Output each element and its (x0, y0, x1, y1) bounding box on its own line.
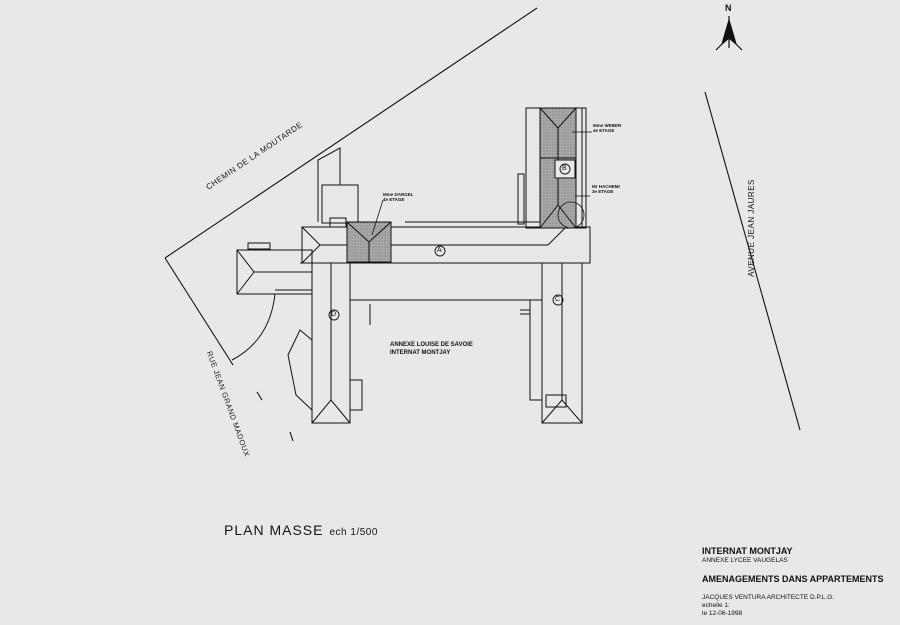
title-block: INTERNAT MONTJAY ANNEXE LYCEE VAUGELAS A… (702, 546, 892, 617)
annotation-weber-name: Mme WEBER (593, 123, 622, 128)
annotation-weber-floor: 4e ETAGE (593, 128, 615, 134)
marker-d: D (331, 311, 337, 318)
building-markers (328, 163, 571, 321)
marker-c: C (555, 296, 561, 303)
annexe-line-1: ANNEXE LOUISE DE SAVOIE (390, 342, 473, 348)
annotation-leaders (371, 131, 592, 236)
annotation-dargel: Mme DARGEL 4e ETAGE (383, 192, 414, 202)
building-d (287, 262, 530, 424)
annotation-dargel-name: Mme DARGEL (383, 192, 414, 197)
west-annex (231, 242, 313, 361)
building-b (525, 107, 587, 229)
outbuilding (317, 147, 525, 225)
plan-scale: ech 1/500 (329, 527, 378, 538)
marker-b: B (562, 165, 567, 172)
marker-a: A (437, 247, 442, 254)
project-subtitle: ANNEXE LYCEE VAUGELAS (702, 557, 788, 564)
drawing-date: le 12-06-1998 (702, 610, 743, 617)
annexe-label: ANNEXE LOUISE DE SAVOIE INTERNAT MONTJAY (390, 341, 473, 357)
property-boundary (164, 7, 801, 442)
annotation-hachemi-name: Mr HACHEMI (592, 184, 620, 189)
annexe-line-2: INTERNAT MONTJAY (390, 350, 451, 357)
north-arrow-icon (715, 16, 743, 51)
echelle: echelle 1: (702, 602, 730, 609)
architect-name: JACQUES VENTURA ARCHITECTE D.P.L.G. (702, 594, 835, 601)
north-label: N (725, 3, 732, 13)
plan-title-text: PLAN MASSE (224, 522, 324, 538)
annotation-hachemi: Mr HACHEMI 3e ETAGE (592, 184, 620, 194)
drawing-heading: AMENAGEMENTS DANS APPARTEMENTS (702, 574, 884, 584)
project-name: INTERNAT MONTJAY (702, 546, 793, 556)
street-avenue: AVENUE JEAN JAURES (747, 179, 756, 277)
annotation-hachemi-floor: 3e ETAGE (592, 189, 614, 195)
building-c (520, 262, 583, 424)
annotation-weber: Mme WEBER 4e ETAGE (593, 123, 621, 133)
annotation-dargel-floor: 4e ETAGE (383, 197, 405, 203)
plan-title: PLAN MASSE ech 1/500 (224, 523, 378, 538)
